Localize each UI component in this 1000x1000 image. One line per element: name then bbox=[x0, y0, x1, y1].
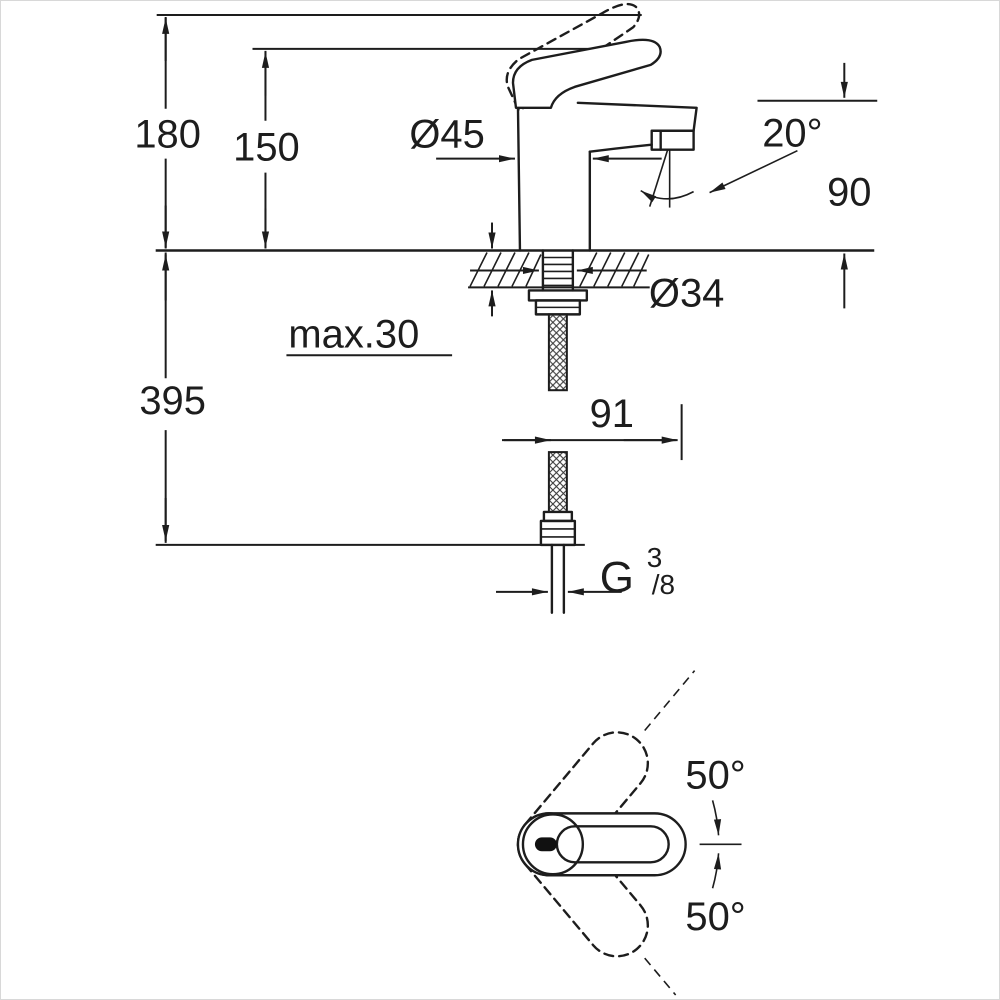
label-outlet-offset: 91 bbox=[590, 392, 634, 436]
handle-top-view bbox=[516, 670, 742, 996]
extension-lines bbox=[155, 13, 878, 546]
handle-logo-slot bbox=[534, 837, 557, 852]
label-max-mounting-thickness: max.30 bbox=[288, 312, 419, 356]
label-below-counter-length: 395 bbox=[139, 379, 206, 423]
deck-hatching bbox=[469, 252, 650, 287]
label-overall-height: 180 bbox=[134, 113, 201, 157]
label-thread-numerator: 3 bbox=[647, 542, 663, 573]
label-swivel-down: 50° bbox=[685, 895, 745, 939]
label-handle-top-height: 150 bbox=[233, 126, 300, 170]
dimension-labels: 180 150 Ø45 20° 90 Ø34 max.30 395 91 G 3… bbox=[134, 112, 871, 939]
dimension-lines bbox=[162, 16, 848, 596]
shank-threads bbox=[542, 256, 573, 287]
label-thread-prefix: G bbox=[600, 553, 634, 602]
faucet-side-view bbox=[505, 2, 698, 252]
label-shank-diameter: Ø34 bbox=[649, 271, 724, 315]
label-spout-angle: 20° bbox=[762, 112, 822, 156]
label-body-diameter: Ø45 bbox=[409, 113, 484, 157]
label-thread-denominator: /8 bbox=[652, 569, 675, 600]
label-spout-outlet-height: 90 bbox=[827, 171, 871, 215]
label-swivel-up: 50° bbox=[685, 753, 745, 797]
under-counter-parts bbox=[469, 249, 650, 614]
